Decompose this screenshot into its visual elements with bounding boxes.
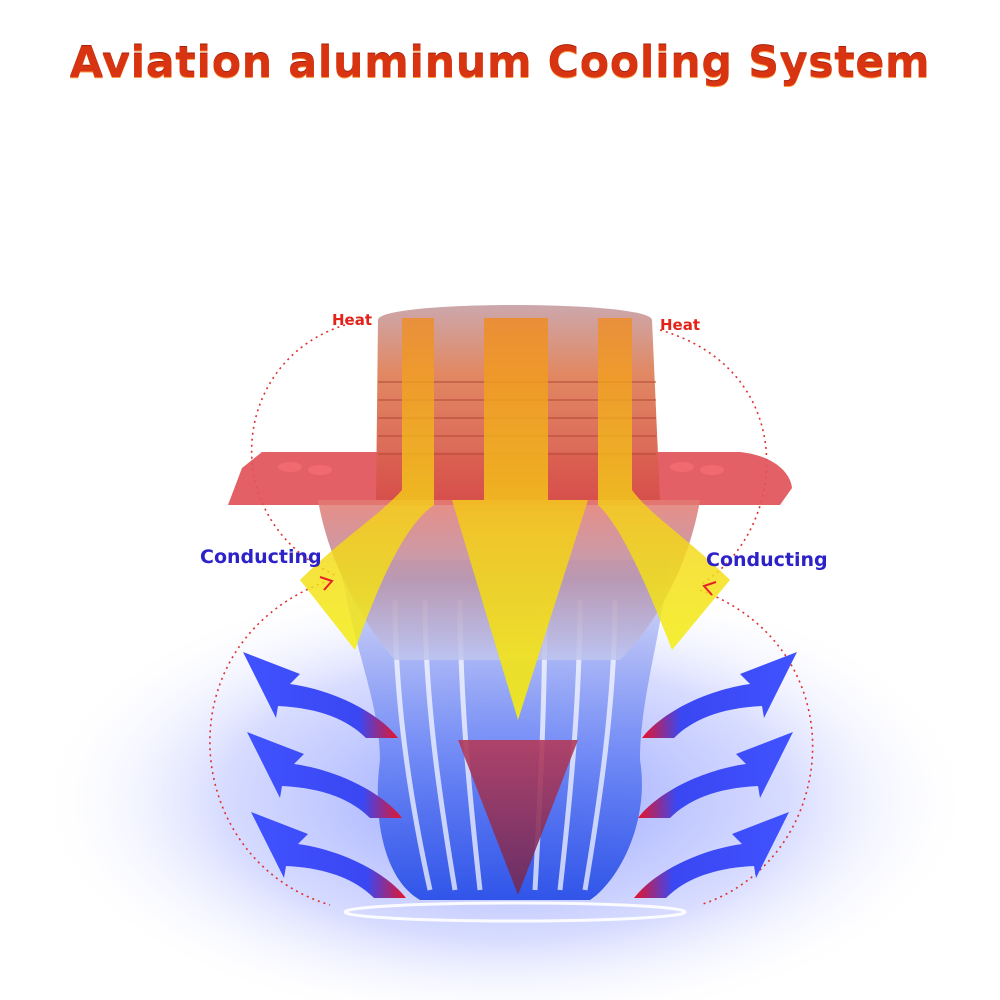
page-title: Aviation aluminum Cooling System: [69, 38, 931, 88]
conducting-label-right: Conducting: [706, 549, 828, 571]
core-down-arrow: [458, 740, 578, 895]
heat-down-arrow-right: [598, 318, 730, 650]
heat-down-arrow-left: [300, 318, 434, 650]
base-ring: [343, 901, 687, 923]
dotted-heat-path: [250, 324, 768, 586]
conducting-label-left: Conducting: [200, 546, 322, 568]
heat-label-right: Heat: [660, 316, 701, 334]
heat-label-left: Heat: [332, 311, 373, 329]
conducting-arrowhead-icon: [319, 576, 717, 596]
dotted-conducting-path: [209, 579, 814, 906]
heat-down-arrow-center: [452, 318, 588, 720]
